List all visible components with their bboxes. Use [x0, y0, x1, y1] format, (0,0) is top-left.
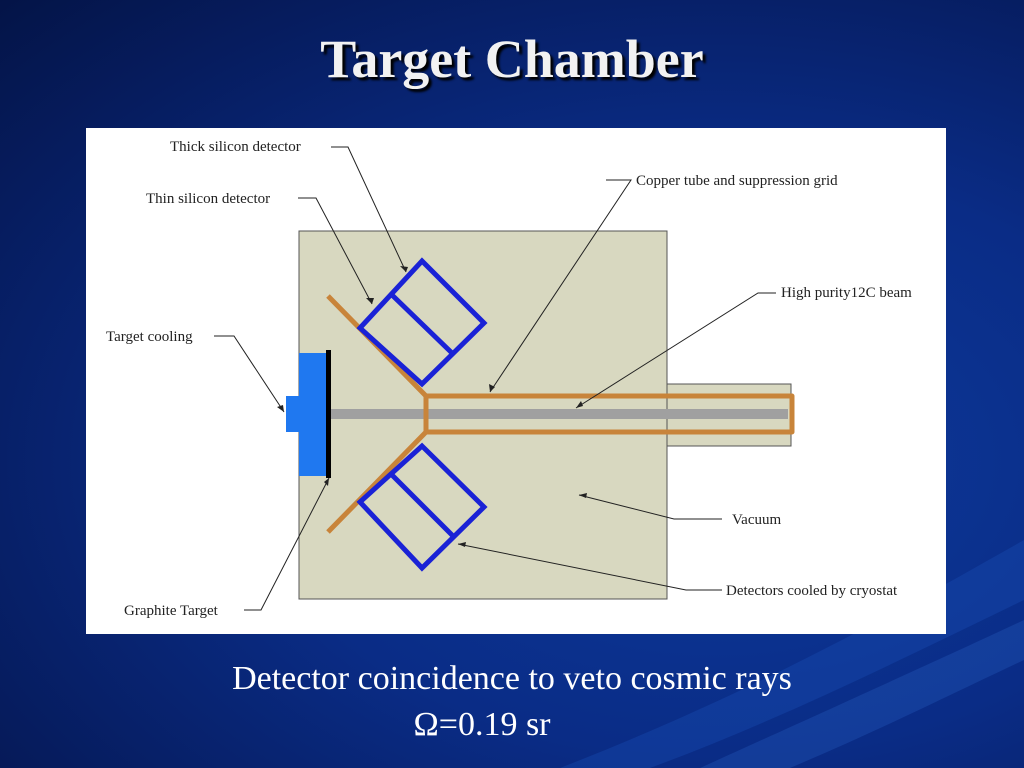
label-beam: High purity12C beam	[781, 285, 912, 301]
lower-detector	[356, 442, 488, 572]
label-thick-silicon: Thick silicon detector	[170, 139, 301, 155]
label-graphite-target: Graphite Target	[124, 603, 219, 619]
graphite-target	[326, 350, 331, 478]
target-cooling-block	[299, 353, 326, 476]
label-thin-silicon: Thin silicon detector	[146, 191, 270, 207]
label-copper-tube: Copper tube and suppression grid	[636, 173, 838, 189]
caption-solid-angle: Ω=0.19 sr	[413, 706, 551, 743]
target-cooling-stem	[286, 396, 300, 432]
label-detectors-cooled: Detectors cooled by cryostat	[726, 583, 898, 599]
target-chamber-diagram: Thick silicon detector Thin silicon dete…	[86, 128, 946, 634]
label-vacuum: Vacuum	[732, 512, 781, 528]
beam-line	[318, 409, 788, 419]
slide-title: Target Chamber	[320, 29, 704, 89]
caption-coincidence: Detector coincidence to veto cosmic rays	[232, 660, 792, 697]
copper-tube	[326, 294, 795, 534]
label-target-cooling: Target cooling	[106, 329, 193, 345]
upper-detector	[356, 257, 488, 388]
